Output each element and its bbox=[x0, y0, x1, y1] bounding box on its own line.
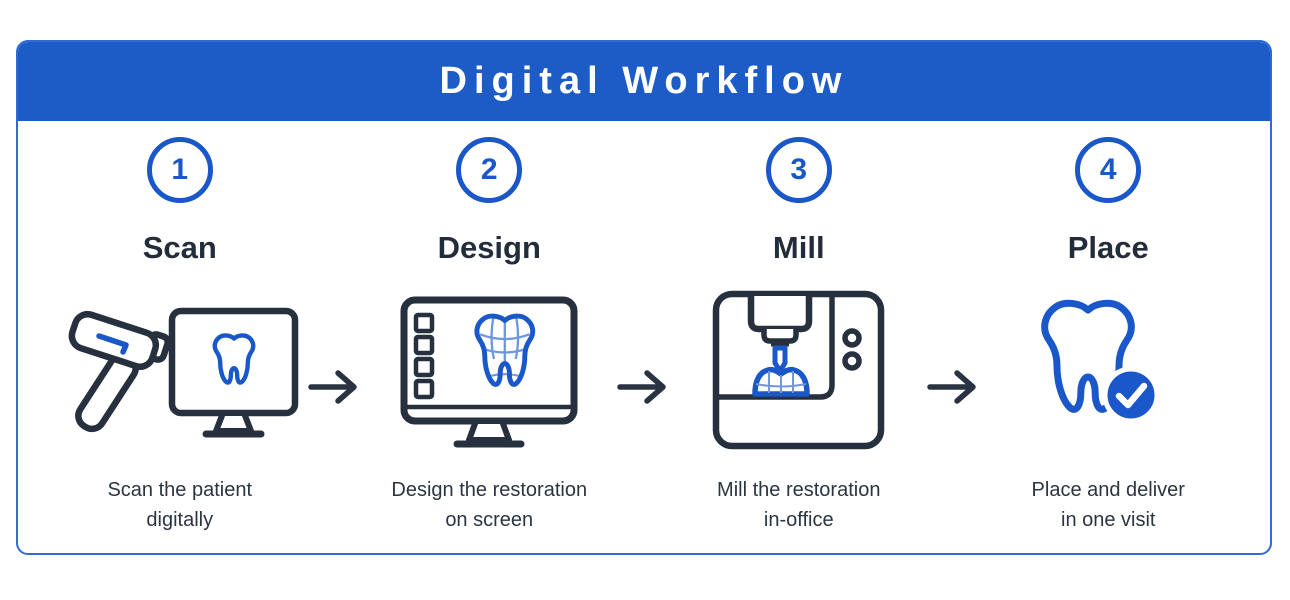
card-header: Digital Workflow bbox=[18, 42, 1270, 121]
step-title: Place bbox=[1067, 230, 1149, 265]
step-title: Mill bbox=[772, 230, 825, 265]
step-4-number-badge: 4 bbox=[1075, 137, 1142, 203]
step-1-iconbox bbox=[60, 273, 300, 461]
arrow-1 bbox=[307, 367, 362, 535]
milling-machine-icon bbox=[712, 290, 884, 450]
step-2-iconbox bbox=[384, 273, 594, 461]
step-scan: 1 Scan bbox=[52, 135, 308, 535]
arrow-3 bbox=[926, 367, 981, 535]
intraoral-scanner-and-monitor-icon bbox=[68, 307, 298, 438]
step-title: Scan bbox=[142, 230, 217, 265]
step-2-number-badge: 2 bbox=[456, 137, 523, 203]
digital-workflow-card: Digital Workflow 1 Scan bbox=[16, 40, 1272, 555]
step-title: Design bbox=[437, 230, 541, 265]
right-arrow-icon bbox=[307, 370, 357, 404]
design-software-monitor-icon bbox=[400, 296, 578, 448]
step-3-number-badge: 3 bbox=[765, 137, 832, 203]
step-3-iconbox bbox=[689, 273, 909, 461]
right-arrow-icon bbox=[617, 370, 666, 404]
step-design: 2 Design bbox=[362, 135, 618, 535]
step-description: Scan the patient digitally bbox=[107, 479, 253, 532]
step-description: Place and deliver in one visit bbox=[1031, 479, 1185, 532]
step-number: 3 bbox=[790, 153, 808, 186]
step-number: 4 bbox=[1099, 153, 1117, 186]
step-1-number-badge: 1 bbox=[146, 137, 213, 203]
workflow-steps-row: 1 Scan bbox=[18, 121, 1270, 535]
arrow-2 bbox=[617, 367, 671, 535]
step-mill: 3 Mill bbox=[671, 135, 927, 535]
step-description: Design the restoration on screen bbox=[391, 479, 588, 532]
step-number: 2 bbox=[480, 153, 498, 186]
right-arrow-icon bbox=[926, 370, 976, 404]
page-title: Digital Workflow bbox=[439, 59, 849, 102]
tooth-check-icon bbox=[1041, 299, 1160, 424]
step-description: Mill the restoration in-office bbox=[717, 479, 881, 532]
step-number: 1 bbox=[171, 153, 189, 186]
step-4-iconbox bbox=[1018, 273, 1198, 461]
step-place: 4 Place Place and deliver in one visit bbox=[981, 135, 1237, 535]
